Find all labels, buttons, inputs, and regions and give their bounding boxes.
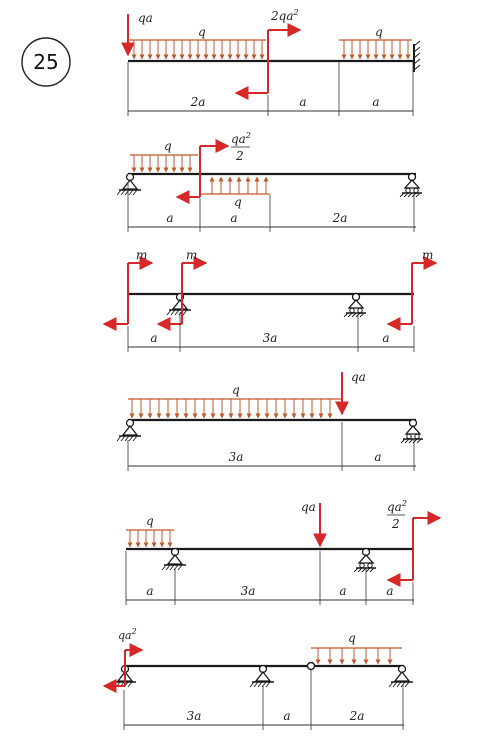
dimension-label: a	[230, 211, 237, 225]
dimension-line	[127, 312, 415, 352]
dimension-label: 3a	[263, 331, 278, 345]
moment-label-2: m	[186, 248, 197, 262]
pin-support	[161, 547, 186, 571]
pin-support	[166, 292, 191, 316]
pin-support-middle	[249, 664, 274, 688]
beam-diagram-6: qa2 q 3a a 2a	[102, 627, 413, 730]
moment-denominator: 2	[235, 149, 244, 163]
moment-label: 2qa2	[270, 8, 299, 23]
moment-couple-3	[386, 256, 438, 331]
dimension-line	[125, 551, 414, 605]
distributed-load-label-left: q	[198, 25, 206, 39]
distributed-load-right	[339, 39, 412, 60]
dimension-line	[127, 422, 416, 471]
dimension-label: a	[146, 584, 153, 598]
distributed-load-label-top: q	[164, 139, 172, 153]
point-load-label: qa	[301, 500, 316, 514]
dimension-line	[123, 670, 404, 730]
moment-denominator: 2	[391, 517, 400, 531]
dimension-label: 3a	[229, 450, 244, 464]
dimension-label: a	[150, 331, 157, 345]
dimension-label: 2a	[190, 95, 206, 109]
problem-number: 25	[33, 50, 58, 74]
dimension-label: a	[283, 709, 290, 723]
point-load-label: qa	[351, 370, 366, 384]
distributed-load	[311, 647, 402, 665]
beam-diagram-1: qa q 2qa2 q 2a a a	[121, 8, 421, 116]
beam-diagram-5: q qa qa2 2 a 3a a a	[125, 499, 442, 605]
roller-support	[343, 292, 366, 318]
distributed-load-label: q	[146, 514, 154, 528]
distributed-load-label: q	[232, 383, 240, 397]
moment-couple-2	[156, 256, 208, 331]
dimension-label: a	[299, 95, 306, 109]
pin-support-right	[388, 664, 413, 688]
moment-label: qa2	[387, 499, 407, 514]
moment-label-1: m	[136, 248, 147, 262]
moment-couple	[175, 139, 230, 204]
moment-label: qa2	[231, 131, 251, 146]
dimension-label: 3a	[187, 709, 202, 723]
distributed-load-top	[130, 154, 198, 173]
distributed-load-label-right: q	[375, 25, 383, 39]
dimension-line	[127, 62, 414, 116]
dimension-label: a	[382, 331, 389, 345]
beam-diagram-2: q qa2 2 q a a 2a	[116, 131, 422, 232]
dimension-label: a	[372, 95, 379, 109]
internal-hinge	[306, 661, 316, 671]
moment-label: qa2	[118, 627, 137, 642]
distributed-load-label-under: q	[234, 195, 242, 209]
problem-number-badge: 25	[21, 37, 71, 87]
dimension-label: 3a	[241, 584, 256, 598]
dimension-label: a	[374, 450, 381, 464]
dimension-label: a	[339, 584, 346, 598]
beam-diagram-4: q qa 3a a	[116, 370, 423, 471]
distributed-load-label: q	[348, 631, 356, 645]
distributed-load	[126, 529, 174, 548]
moment-couple	[386, 511, 442, 587]
moment-couple-1	[102, 256, 154, 331]
dimension-line	[127, 182, 416, 232]
dimension-label: 2a	[349, 709, 365, 723]
pin-support-left	[116, 418, 141, 442]
dimension-label: 2a	[332, 211, 348, 225]
moment-couple	[234, 23, 302, 100]
dimension-label: a	[386, 584, 393, 598]
distributed-load-left	[128, 39, 266, 60]
dimension-label: a	[166, 211, 173, 225]
distributed-load	[128, 398, 342, 419]
moment-couple	[102, 643, 144, 693]
moment-label-3: m	[422, 248, 433, 262]
point-load-label: qa	[138, 11, 153, 25]
roller-support-right	[399, 172, 422, 198]
roller-support-right	[400, 418, 423, 444]
distributed-load-upward	[201, 176, 270, 195]
beam-diagram-3: m m m a 3a a	[102, 248, 438, 352]
fixed-support	[413, 40, 421, 72]
pin-support-left	[116, 172, 141, 196]
roller-support	[353, 547, 376, 573]
